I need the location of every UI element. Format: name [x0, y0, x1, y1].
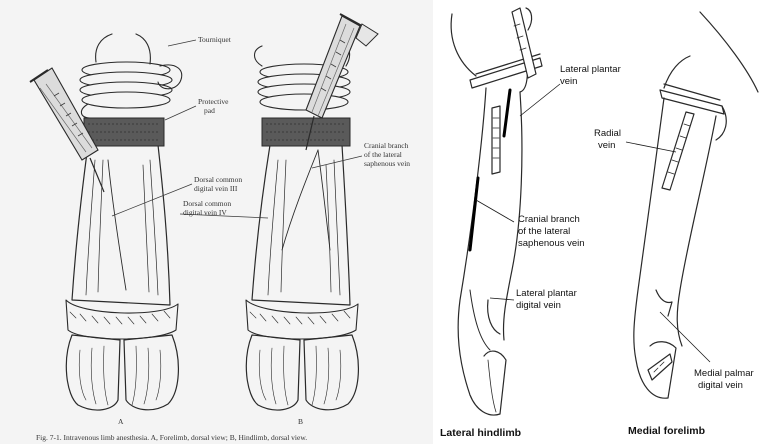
hindlimb-tourniquet — [469, 57, 543, 89]
limb-b-illustration — [245, 13, 379, 411]
hindlimb-illustration — [450, 7, 543, 416]
label-cranial-branch-left-line2: of the lateral — [364, 150, 402, 159]
label-view-a: A — [118, 417, 124, 426]
label-cranial-branch-right-line1: Cranial branch — [518, 214, 580, 225]
hindlimb-back-edge — [502, 91, 523, 341]
limb-b-syringe — [305, 13, 379, 151]
limb-b-shading — [267, 159, 341, 296]
hindlimb-front-edge — [457, 87, 487, 396]
limb-a-shading — [85, 159, 159, 296]
figure-caption: Fig. 7-1. Intravenous limb anesthesia. A… — [36, 433, 307, 442]
limb-b-fetlock-hair — [249, 310, 351, 325]
left-panel-background — [0, 0, 433, 444]
title-medial-forelimb: Medial forelimb — [628, 425, 705, 437]
forelimb-dewclaw — [655, 289, 673, 317]
hindlimb-thigh — [450, 13, 477, 77]
limb-b-shaft — [251, 144, 351, 306]
forelimb-illustration — [633, 11, 759, 399]
limb-b-claw-left — [245, 334, 301, 411]
label-cranial-branch-right-line3: saphenous vein — [518, 238, 585, 249]
limb-a-digital-vein-iii — [107, 159, 127, 291]
limb-a-fetlock-hair — [69, 310, 171, 325]
hindlimb-dewclaw — [487, 299, 501, 335]
limb-b-cranial-branch — [317, 149, 331, 251]
forelimb-hoof-syringe — [647, 353, 673, 381]
label-dorsal-iv-line1: Dorsal common — [183, 199, 231, 208]
right-panel: Lateral plantar vein Radial vein Cranial… — [436, 0, 766, 444]
label-dorsal-iii-line2: digital vein III — [194, 184, 238, 193]
label-cranial-branch-left-line3: saphenous vein — [364, 159, 410, 168]
hindlimb-hoof — [469, 350, 507, 416]
label-lateral-plantar-vein-line2: vein — [560, 76, 577, 87]
limb-b-pad-texture — [266, 123, 346, 141]
label-lateral-plantar-digital-line1: Lateral plantar — [516, 288, 577, 299]
label-protective-pad-line2: pad — [204, 106, 215, 115]
label-dorsal-iv-line2: digital vein IV — [183, 208, 227, 217]
label-protective-pad-line1: Protective — [198, 97, 229, 106]
forelimb-tourniquet — [659, 89, 725, 115]
label-lateral-plantar-vein-line1: Lateral plantar — [560, 64, 621, 75]
label-radial-vein-line2: vein — [598, 140, 615, 151]
label-medial-palmar-line2: digital vein — [698, 380, 743, 391]
forelimb-front-edge — [633, 97, 665, 361]
limb-a-upper-leg — [95, 33, 151, 65]
forelimb-radial-vein — [661, 111, 695, 191]
hindlimb-syringe-lower — [491, 105, 501, 175]
label-cranial-branch-left-line1: Cranial branch — [364, 141, 409, 150]
limb-a-tourniquet — [79, 61, 183, 119]
label-dorsal-iii-line1: Dorsal common — [194, 175, 242, 184]
limb-a-claw-right — [123, 334, 179, 411]
label-view-b: B — [298, 417, 303, 426]
hindlimb-cranial-branch-vein — [468, 176, 480, 252]
limb-b-digital-vein-iv — [281, 149, 319, 251]
label-medial-palmar-line1: Medial palmar — [694, 368, 754, 379]
label-lateral-plantar-digital-line2: digital vein — [516, 300, 561, 311]
forelimb-upper — [699, 11, 759, 93]
limb-a-claw-left — [65, 334, 121, 411]
limb-b-claw-right — [303, 334, 359, 411]
label-tourniquet: Tourniquet — [198, 35, 232, 44]
left-panel: Tourniquet Protective pad Cranial branch… — [0, 0, 433, 444]
limb-a-pad-texture — [88, 123, 160, 141]
left-leader-lines — [111, 39, 363, 219]
hindlimb-syringe — [511, 7, 537, 79]
limb-a-illustration — [29, 33, 183, 411]
limb-a-claw-shading — [78, 345, 162, 406]
limb-a-shaft — [71, 144, 171, 306]
hindlimb-lateral-plantar-vein — [502, 88, 512, 138]
right-leader-lines — [475, 83, 711, 363]
label-radial-vein-line1: Radial — [594, 128, 621, 139]
limb-b-claw-shading — [258, 345, 342, 406]
label-cranial-branch-right-line2: of the lateral — [518, 226, 570, 237]
title-lateral-hindlimb: Lateral hindlimb — [440, 427, 521, 439]
limb-a-syringe — [29, 67, 105, 193]
forelimb-back-edge — [676, 115, 717, 347]
